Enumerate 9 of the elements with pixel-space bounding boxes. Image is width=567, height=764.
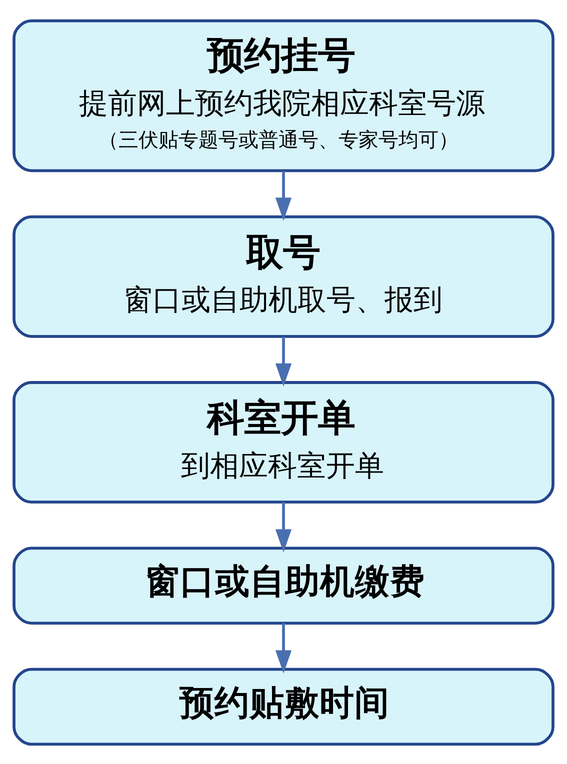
- node-box: 窗口或自助机缴费: [12, 546, 554, 624]
- arrow: [275, 170, 292, 220]
- arrow: [275, 622, 292, 673]
- node-box: 取号 窗口或自助机取号、报到: [12, 214, 554, 338]
- node-box: 科室开单 到相应科室开单: [12, 380, 554, 504]
- arrow: [275, 336, 292, 386]
- node-box: 预约挂号 提前网上预约我院相应科室号源 （三伏贴专题号或普通号、专家号均可）: [12, 18, 554, 172]
- node-box: 预约贴敷时间: [12, 667, 554, 746]
- arrow: [275, 502, 292, 552]
